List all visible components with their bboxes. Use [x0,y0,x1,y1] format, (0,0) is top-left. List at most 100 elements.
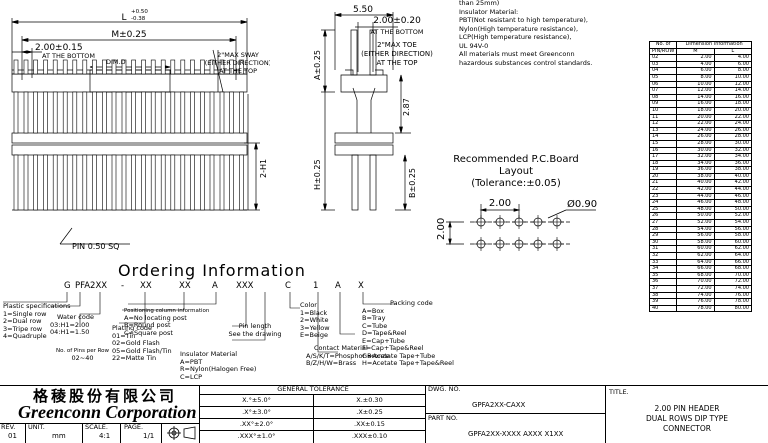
pins-line: No. of Pins per Row [55,348,110,354]
pin [239,91,244,134]
color-line: E=Beige [300,331,328,339]
plating-line: Plating code [112,324,153,332]
plating-line: 05=Gold Flash/Tin [112,346,172,355]
plastic-spec-line: 1=Single row [3,309,47,318]
pin [62,59,68,75]
pin [121,154,127,211]
pin [200,154,205,211]
pin [52,91,58,134]
plating-line: 02=Gold Flash [112,339,160,347]
note-line: All materials must meet Greenconn [459,50,575,58]
pin [92,59,97,75]
pin [190,154,195,211]
l-value-cell: 30.00 [713,139,753,148]
pin [190,59,195,75]
pin-length: Pin length See the drawing [225,322,285,338]
rev-value: 01 [8,432,17,440]
pcb-dim-v: 2.00 [436,218,447,240]
contact-line: A/S/K/T=Phosphor Bronze [306,351,390,360]
title-label: TITLE. [609,388,629,396]
plastic-spec-line: 2=Dual row [3,317,42,325]
scale-value: 4:1 [99,432,111,440]
pin [131,59,136,75]
ordering-leaders [3,292,395,353]
plating-line: 22=Matte Tin [112,354,157,362]
packing-line: D=Tape&Reel [362,329,407,337]
insulator-material: Insulator Material A=PBT R=Nylon(Halogen… [180,350,256,381]
contact-material: Contact Material A/S/K/T=Phosphor Bronze… [306,344,390,368]
pin [72,59,78,75]
packing-code: Packing code A=Box B=Tray C=Tube D=Tape&… [362,299,454,368]
insulator-line: A=PBT [180,357,203,366]
pin [13,154,19,211]
toe-note: 2"MAX TOE [377,41,417,49]
pin [239,59,244,75]
pin [229,154,234,211]
positioning-info: Positioning column information A=No loca… [124,308,209,337]
color-line: Color [300,301,317,309]
packing-line: F=Cap+Tape&Reel [362,344,424,352]
pin [102,59,107,75]
plastic-spec-line: 3=Tripe row [3,324,43,333]
page-value: 1/1 [143,432,155,440]
pin [219,59,225,75]
code-part: XX [140,281,152,291]
pin [190,91,195,134]
positioning-line: A=No locating post [124,313,187,322]
packing-line: Packing code [390,299,433,307]
pcb-layout-title: Recommended P.C.Board Layout (Tolerance:… [452,154,580,190]
dim-L-tol-minus: -0.38 [131,16,146,22]
pin-length-line: Pin length [238,322,272,330]
part-value: GPFA2XX-XXXX AXXX X1XX [468,430,564,438]
note-line: PBT(Not resistant to high temperature), [459,16,589,24]
pin [13,91,19,134]
pin [111,59,117,75]
color-line: 1=Black [300,308,328,317]
tolerance-linear: .XXX±0.10 [351,432,388,440]
pin-count-cell: 40 [648,304,678,313]
positioning-line: B=Round post [124,321,171,329]
tolerance-angle: .X°±3.0° [242,408,271,416]
pcb-layout-drawing: 2.00 2.00 Ø0.90 [436,198,597,251]
pin [62,91,68,134]
sway-note: 2"MAX SWAY [217,51,259,59]
part-label: PART NO. [428,414,458,422]
pin [52,59,58,75]
pin [43,91,48,134]
water-code: Water code 03:H1=2.00 04:H1=1.50 [50,313,94,337]
insulator-line: Insulator Material [180,350,238,358]
dwg-value: GPFA2XX-CAXX [472,401,526,409]
packing-line: G=Acetate Tape+Tube [362,351,436,360]
pin [150,59,156,75]
dim-550-label: 5.50 [353,5,373,15]
m-value-cell: 28.00 [676,139,715,148]
contact-line: B/Z/H/W=Brass [306,359,357,367]
pin [160,59,166,75]
dim-pitch-note: AT THE BOTTOM [42,52,95,60]
tolerance-grid [200,418,426,419]
pin [72,154,78,211]
code-part: 1 [313,281,319,291]
pin [239,154,244,211]
pin [33,91,38,134]
pin [102,154,107,211]
dim-pitch-side-label: 2.00±0.20 [373,16,421,26]
unit-label: UNIT. [28,423,45,431]
pin [111,154,117,211]
pin [200,91,205,134]
toe-note: (EITHER DIRECTION) [361,50,433,58]
pins-per-row: No. of Pins per Row 02~40 [50,348,115,362]
pin [72,91,78,134]
note-line: Nylon(High temperature resistance), [459,24,579,33]
pin [111,91,117,134]
note-line: hazardous substances control standards. [459,58,593,67]
pin [170,59,176,75]
company-name-cn: 格稜股份有限公司 [33,387,178,405]
company-cell [0,385,200,425]
code-part: - [121,281,125,291]
tolerance-angle: .XXX°±1.0° [237,432,276,440]
dim-D-label: DIM.D [106,58,126,66]
